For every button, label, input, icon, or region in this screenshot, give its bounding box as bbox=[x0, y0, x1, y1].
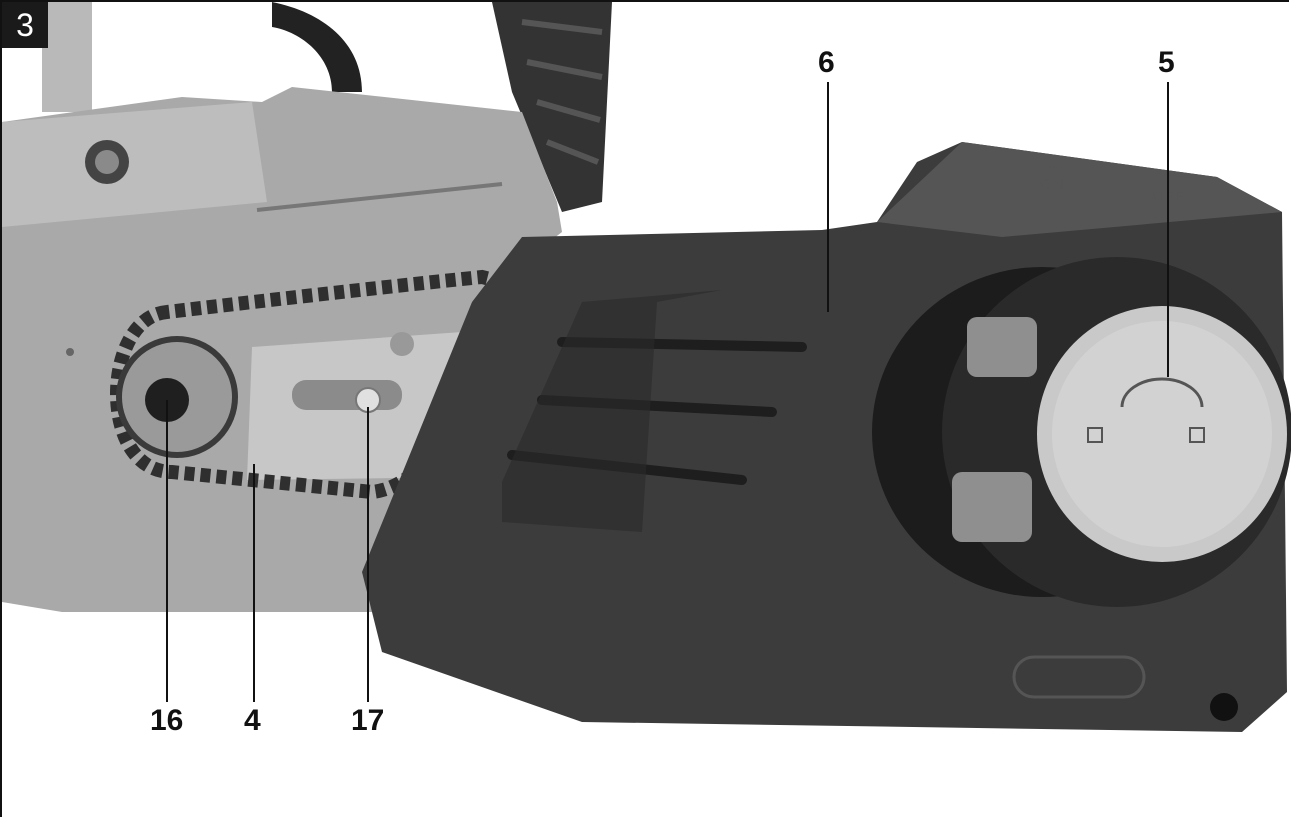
callout-17: 17 bbox=[351, 704, 385, 737]
leader-lines bbox=[166, 82, 1169, 702]
callout-16: 16 bbox=[150, 704, 184, 737]
callout-4: 4 bbox=[244, 704, 261, 737]
svg-text:ON: ON bbox=[1040, 177, 1064, 194]
drive-sprocket bbox=[116, 336, 238, 458]
sprocket-cover bbox=[362, 142, 1291, 732]
callout-5: 5 bbox=[1158, 46, 1175, 79]
handle-frame bbox=[42, 2, 612, 212]
callout-6: 6 bbox=[818, 46, 835, 79]
figure-number: 3 bbox=[2, 2, 48, 48]
